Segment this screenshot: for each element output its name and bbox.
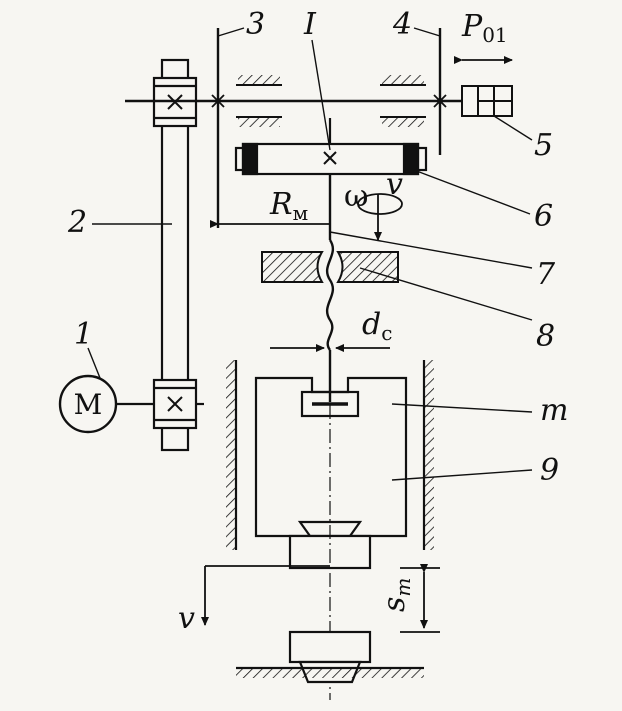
label-roman-I: I (303, 7, 317, 42)
motor (58, 374, 204, 434)
label-8: 8 (536, 319, 555, 354)
label-m: m (540, 393, 568, 428)
label-omega: ω (344, 179, 368, 214)
label-rm: Rм (269, 187, 308, 225)
label-sm: sm (377, 578, 415, 612)
label-1: 1 (74, 317, 93, 352)
cable (325, 174, 335, 402)
label-4: 4 (392, 7, 412, 42)
velocity-arrow (201, 565, 330, 626)
belt (160, 58, 190, 452)
bottom-stop (236, 630, 424, 684)
label-v-bottom: v (178, 601, 195, 636)
sm-dimension (400, 564, 440, 633)
label-5: 5 (534, 128, 553, 163)
belt-drive (152, 58, 198, 452)
label-p01: P01 (461, 9, 508, 47)
rotation-indicator (357, 193, 403, 241)
label-9: 9 (540, 453, 559, 488)
motor-label: M (74, 388, 103, 421)
load-9 (226, 360, 434, 570)
label-2: 2 (67, 205, 87, 240)
label-v-top: v (386, 167, 403, 202)
label-6: 6 (534, 199, 553, 234)
actuator-5 (454, 56, 513, 117)
main-shaft (125, 28, 462, 228)
label-dc: dc (362, 307, 392, 345)
bearings (236, 75, 443, 127)
leader-lines (87, 27, 533, 481)
label-7: 7 (536, 257, 556, 292)
label-3: 3 (246, 7, 265, 42)
guide-8 (261, 251, 399, 283)
